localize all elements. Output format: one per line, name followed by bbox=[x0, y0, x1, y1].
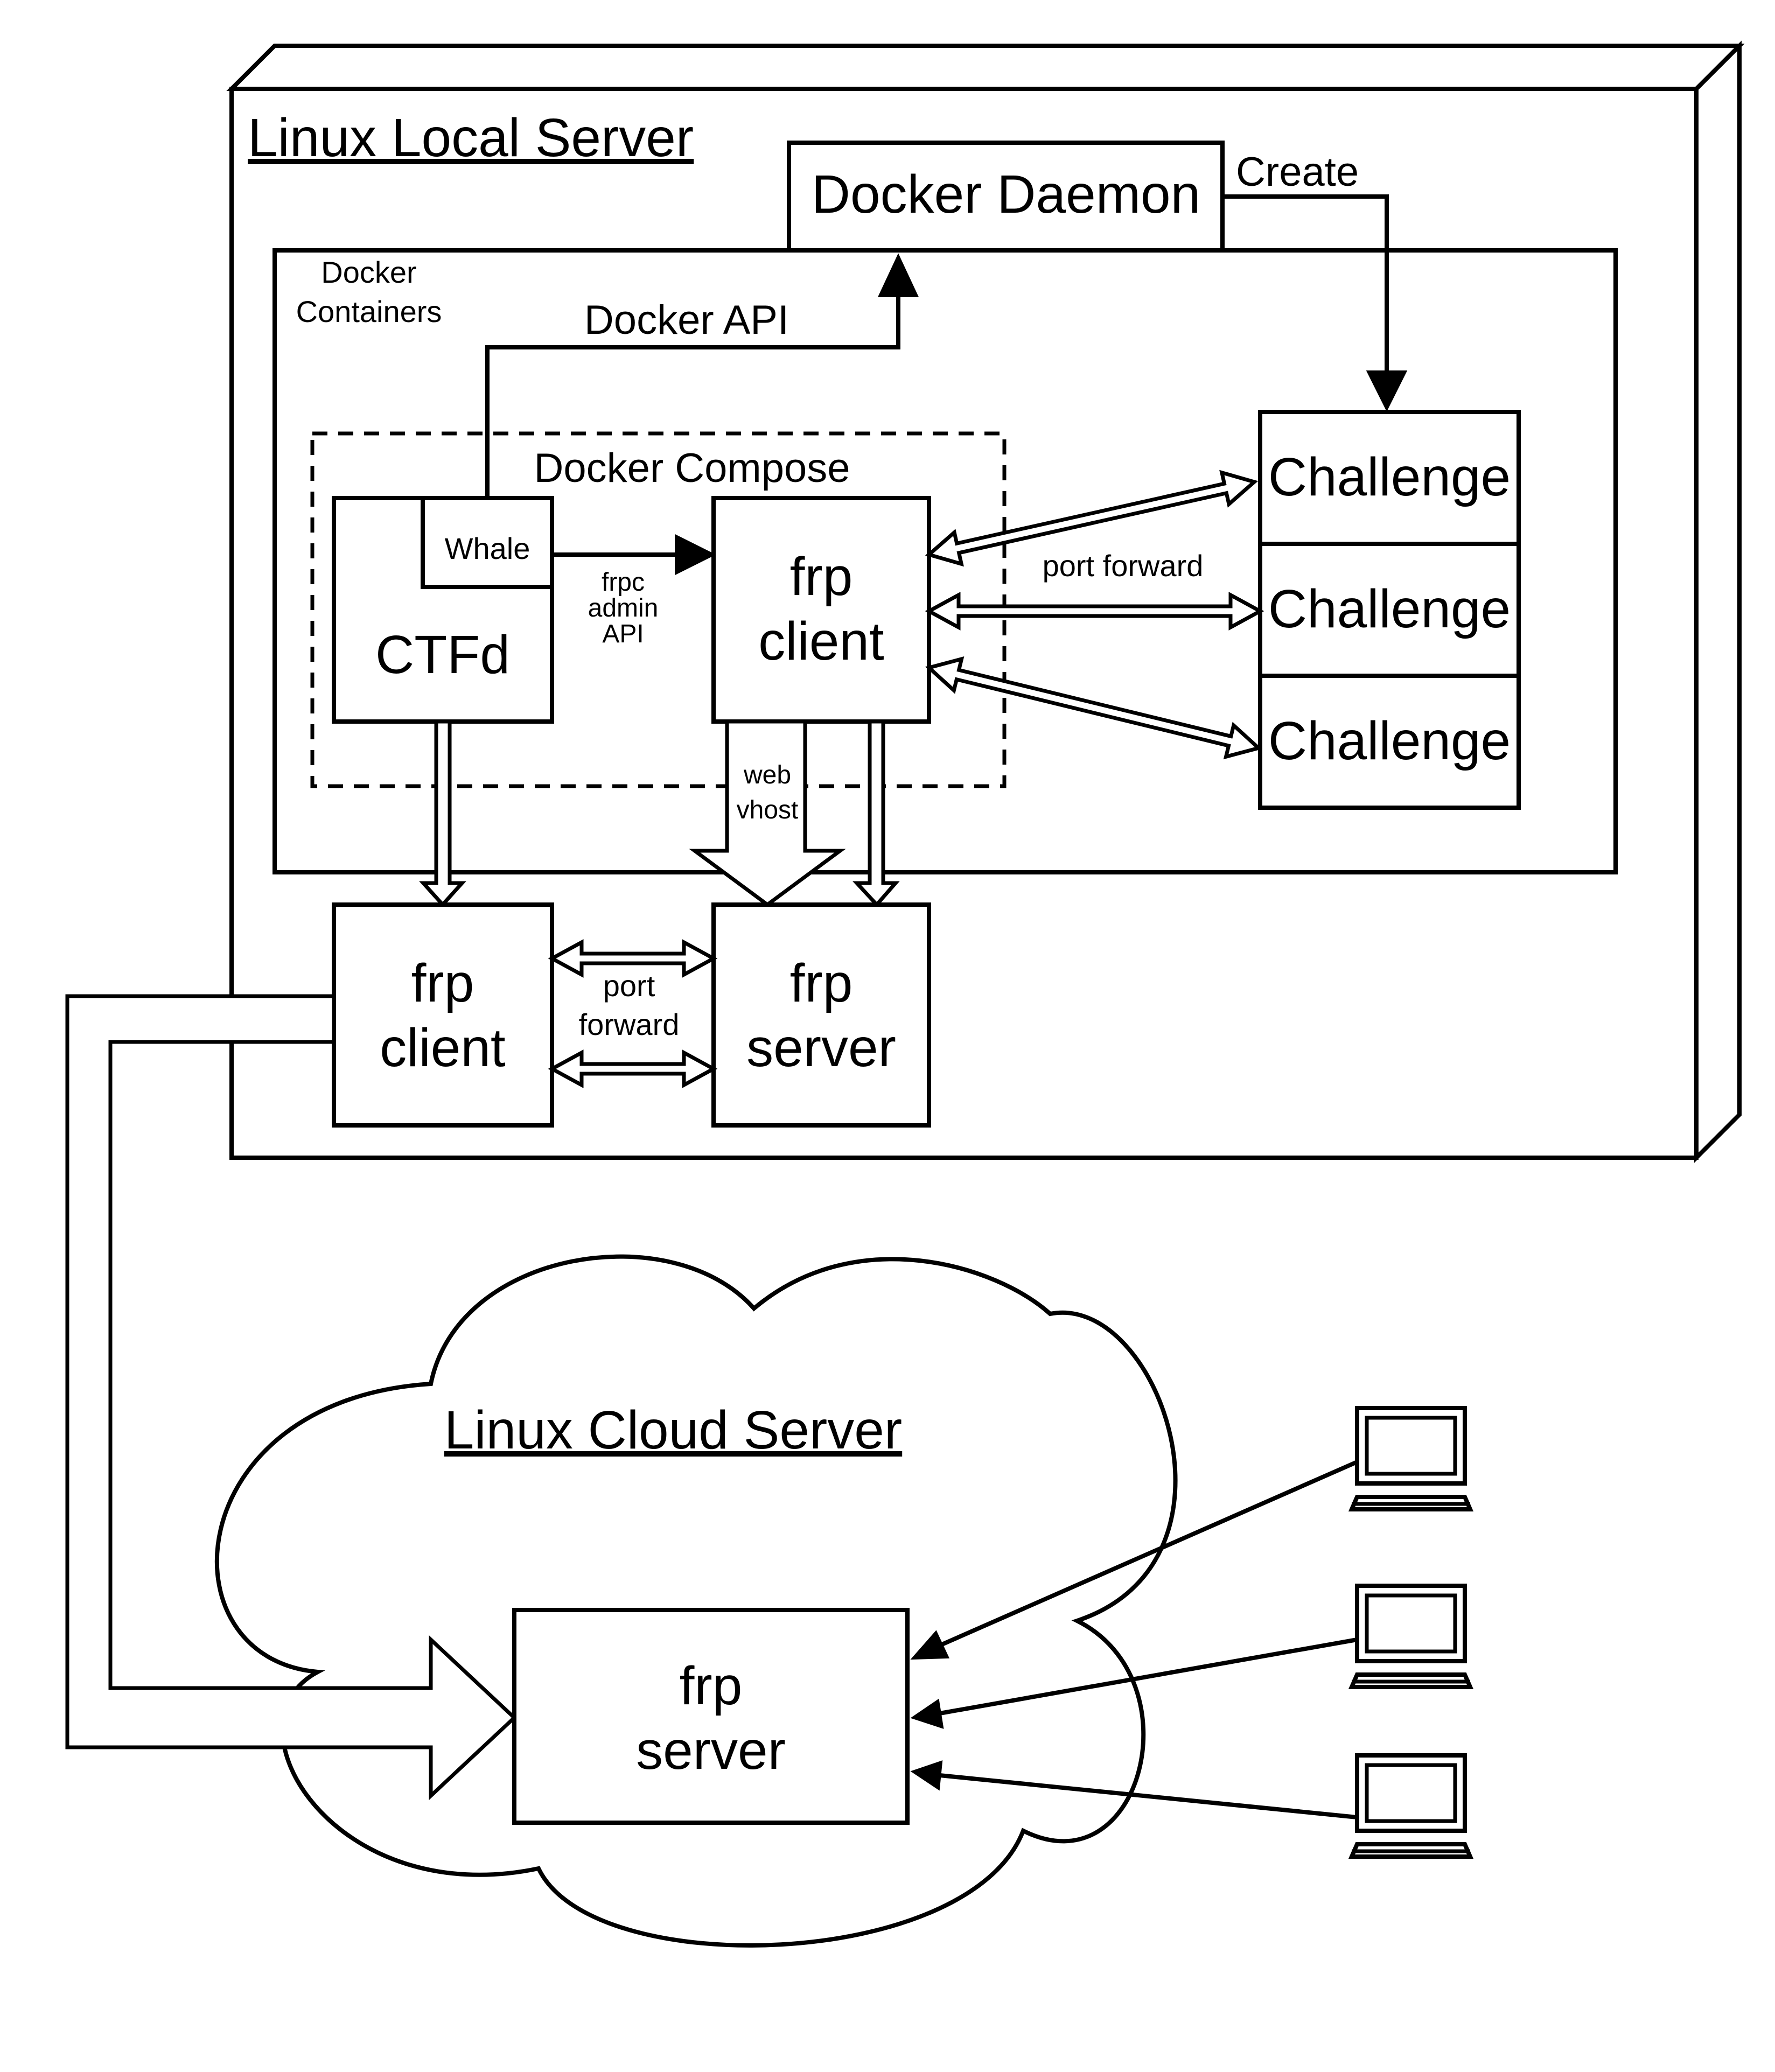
ctfd-label: CTFd bbox=[375, 625, 510, 685]
computer-icon bbox=[1348, 1753, 1474, 1859]
create-label: Create bbox=[1236, 149, 1359, 195]
inner-frp-client-label-1: frp bbox=[790, 547, 853, 607]
port-forward-label: port forward bbox=[1043, 549, 1204, 583]
outer-port-label: port bbox=[603, 969, 655, 1003]
admin-label: admin bbox=[588, 594, 659, 622]
outer-frp-client-label-1: frp bbox=[411, 953, 474, 1013]
web-label: web bbox=[743, 761, 791, 789]
client-down-arrow bbox=[852, 719, 900, 908]
inner-frp-client-box: frp client bbox=[711, 496, 931, 724]
cloud-frp-server-label-2: server bbox=[636, 1720, 786, 1781]
computer-icon bbox=[1348, 1406, 1474, 1511]
docker-containers-label-1: Docker bbox=[321, 255, 416, 289]
docker-daemon-label: Docker Daemon bbox=[812, 164, 1201, 225]
challenge-label-2: Challenge bbox=[1268, 579, 1511, 639]
api-label: API bbox=[602, 620, 644, 648]
docker-containers-label-2: Containers bbox=[296, 295, 442, 328]
cloud-server-node: Linux Cloud Server bbox=[214, 1254, 1178, 1948]
user-connection-arrows bbox=[910, 1460, 1358, 1819]
whale-label: Whale bbox=[445, 531, 530, 565]
frpc-label: frpc bbox=[602, 568, 645, 597]
tunnel-arrow bbox=[65, 994, 518, 1801]
outer-frp-server-box: frp server bbox=[711, 902, 931, 1128]
ctfd-down-arrow bbox=[419, 719, 466, 908]
docker-compose-label: Docker Compose bbox=[534, 445, 850, 491]
outer-frp-client-box: frp client bbox=[332, 902, 554, 1128]
challenge-label-1: Challenge bbox=[1268, 447, 1511, 507]
outer-frp-server-label-2: server bbox=[746, 1018, 896, 1078]
local-server-title: Linux Local Server bbox=[248, 108, 694, 168]
docker-compose-group: Docker Compose bbox=[310, 431, 1007, 788]
port-forward-arrows: port forward bbox=[925, 470, 1264, 760]
vhost-label: vhost bbox=[737, 796, 799, 824]
create-arrow: Create bbox=[1222, 149, 1408, 412]
cloud-frp-server-box: frp server bbox=[512, 1608, 910, 1825]
ctfd-box: Whale CTFd bbox=[332, 496, 554, 724]
inner-frp-client-label-2: client bbox=[758, 611, 884, 671]
cloud-frp-server-label-1: frp bbox=[680, 1656, 743, 1716]
outer-forward-label: forward bbox=[579, 1007, 680, 1041]
web-vhost-arrow: web vhost bbox=[689, 719, 846, 907]
outer-frp-client-label-2: client bbox=[380, 1018, 506, 1078]
outer-frp-server-label-1: frp bbox=[790, 953, 853, 1013]
frpc-admin-api-arrow: frpc admin API bbox=[552, 534, 716, 648]
challenge-label-3: Challenge bbox=[1268, 711, 1511, 771]
outer-port-forward-arrows: port forward bbox=[548, 939, 718, 1088]
computer-icon bbox=[1348, 1584, 1474, 1689]
challenges-stack: Challenge Challenge Challenge bbox=[1258, 410, 1521, 810]
docker-daemon-box: Docker Daemon bbox=[787, 141, 1225, 253]
cloud-server-title: Linux Cloud Server bbox=[444, 1400, 902, 1460]
docker-api-arrow: Docker API bbox=[485, 253, 919, 498]
docker-api-label: Docker API bbox=[584, 297, 789, 343]
